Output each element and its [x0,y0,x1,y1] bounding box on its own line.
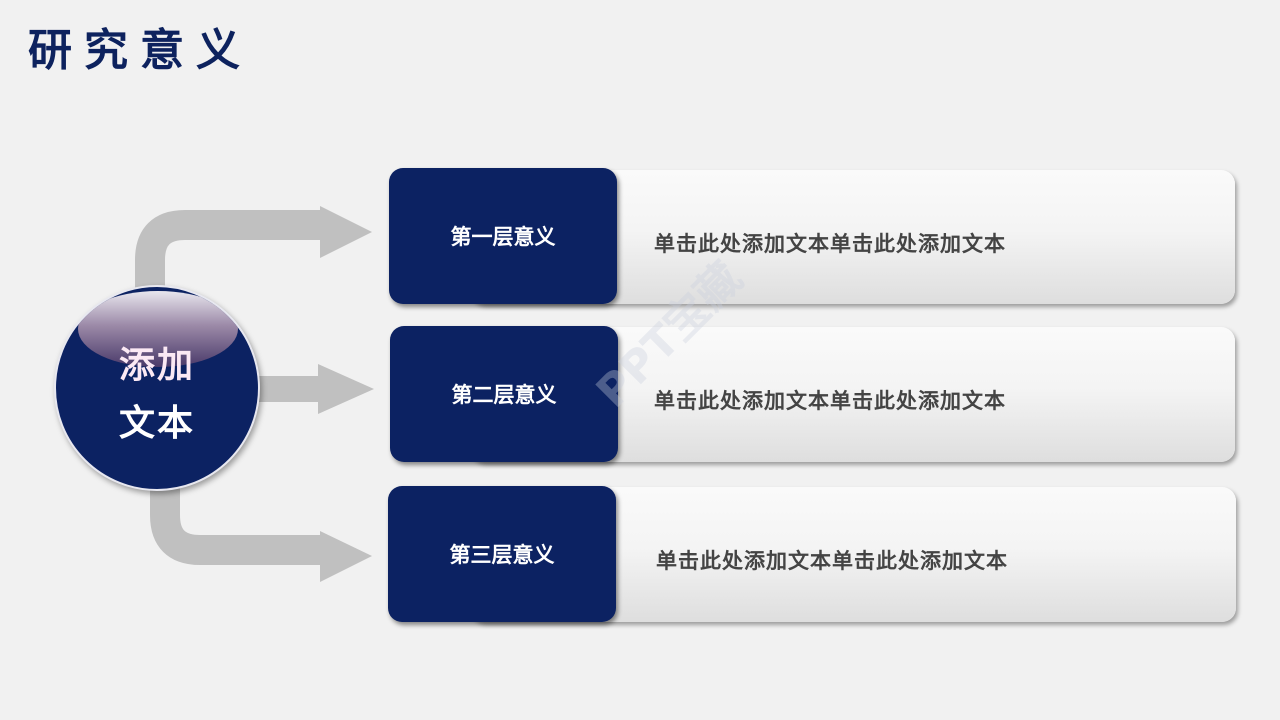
hub-circle[interactable]: 添加 文本 [54,285,260,491]
page-title: 研究意义 [28,25,252,76]
arrow-middle-icon [258,376,323,402]
hub-label: 添加 文本 [56,337,258,453]
arrow-connectors [135,206,374,582]
label-text-2: 第二层意义 [451,383,557,407]
card-text-3[interactable]: 单击此处添加文本单击此处添加文本 [656,549,1008,573]
label-text-3: 第三层意义 [449,543,555,567]
card-text-1[interactable]: 单击此处添加文本单击此处添加文本 [654,232,1006,256]
label-box-1[interactable]: 第一层意义 [389,168,617,304]
hub-line-1: 添加 [118,345,195,386]
label-box-3[interactable]: 第三层意义 [388,486,616,622]
card-text-2[interactable]: 单击此处添加文本单击此处添加文本 [654,389,1006,413]
label-box-2[interactable]: 第二层意义 [390,326,618,462]
hub-line-2: 文本 [118,403,195,444]
gloss-highlight [78,291,238,367]
arrow-top-icon [135,210,325,300]
arrow-bottom-icon [150,480,325,565]
label-text-1: 第一层意义 [450,225,556,249]
